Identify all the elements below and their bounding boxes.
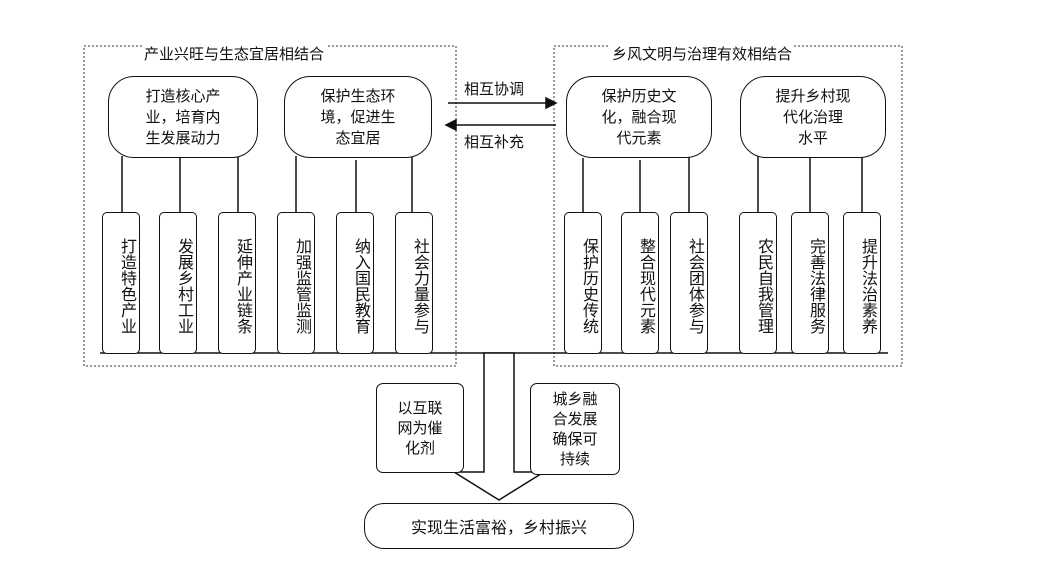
leaf-specialty-industry: 打造特色产业 <box>102 212 140 354</box>
right-oval-governance: 提升乡村现 代化治理 水平 <box>740 76 886 158</box>
leaf-supervision: 加强监管监测 <box>277 212 315 354</box>
arrow-label-complement: 相互补充 <box>464 133 525 151</box>
leaf-national-education: 纳入国民教育 <box>336 212 374 354</box>
arrow-label-coordinate: 相互协调 <box>464 80 525 98</box>
leaf-rural-industry: 发展乡村工业 <box>159 212 197 354</box>
leaf-social-participation: 社会力量参与 <box>395 212 433 354</box>
final-goal: 实现生活富裕，乡村振兴 <box>364 503 634 549</box>
left-oval-ecology: 保护生态环 境，促进生 态宜居 <box>284 76 432 158</box>
right-oval-history-culture: 保护历史文 化，融合现 代元素 <box>566 76 712 158</box>
leaf-farmer-self-management: 农民自我管理 <box>739 212 777 354</box>
leaf-integrate-modern: 整合现代元素 <box>621 212 659 354</box>
leaf-legal-services: 完善法律服务 <box>791 212 829 354</box>
note-urban-rural-integration: 城乡融 合发展 确保可 持续 <box>530 383 620 475</box>
leaf-protect-tradition: 保护历史传统 <box>564 212 602 354</box>
leaf-legal-literacy: 提升法治素养 <box>843 212 881 354</box>
right-group-title: 乡风文明与治理有效相结合 <box>610 45 795 63</box>
left-oval-core-industry: 打造核心产 业，培育内 生发展动力 <box>108 76 258 158</box>
leaf-industry-chain: 延伸产业链条 <box>218 212 256 354</box>
leaf-social-groups: 社会团体参与 <box>670 212 708 354</box>
left-group-title: 产业兴旺与生态宜居相结合 <box>142 45 327 63</box>
note-internet-catalyst: 以互联 网为催 化剂 <box>376 383 464 473</box>
